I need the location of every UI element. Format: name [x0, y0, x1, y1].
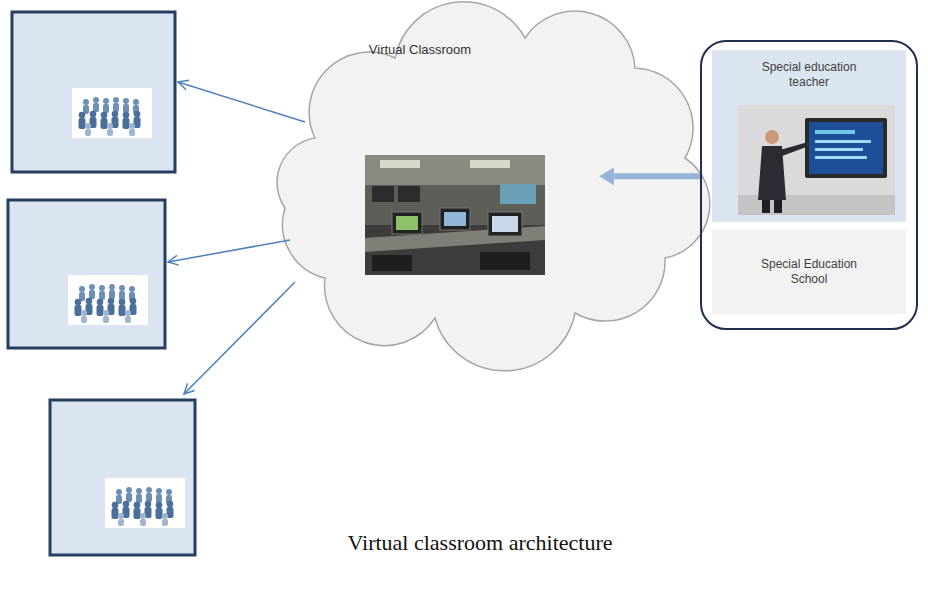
teacher-label: Special education teacher: [712, 60, 906, 90]
teacher-photo: [738, 105, 895, 215]
teacher-panel: Special education teacher: [712, 50, 906, 222]
cloud-node: Virtual Classroom: [245, 0, 705, 330]
figure-caption: Virtual classroom architecture: [280, 530, 680, 556]
flow-arrow: [614, 173, 700, 179]
school-label: Special Education School: [712, 230, 906, 314]
classroom-photo: [365, 155, 545, 275]
distribution-arrow: [178, 82, 305, 122]
distribution-arrow: [184, 282, 295, 394]
cloud-outline: [277, 2, 710, 371]
student-site: [50, 400, 195, 555]
cloud-title: Virtual Classroom: [340, 42, 500, 57]
student-site: [8, 200, 165, 348]
distribution-arrow: [168, 240, 290, 262]
school-box: Special Education School Special educatio…: [700, 40, 918, 330]
teacher-panel-ground: [712, 50, 906, 222]
student-site: [12, 12, 175, 172]
